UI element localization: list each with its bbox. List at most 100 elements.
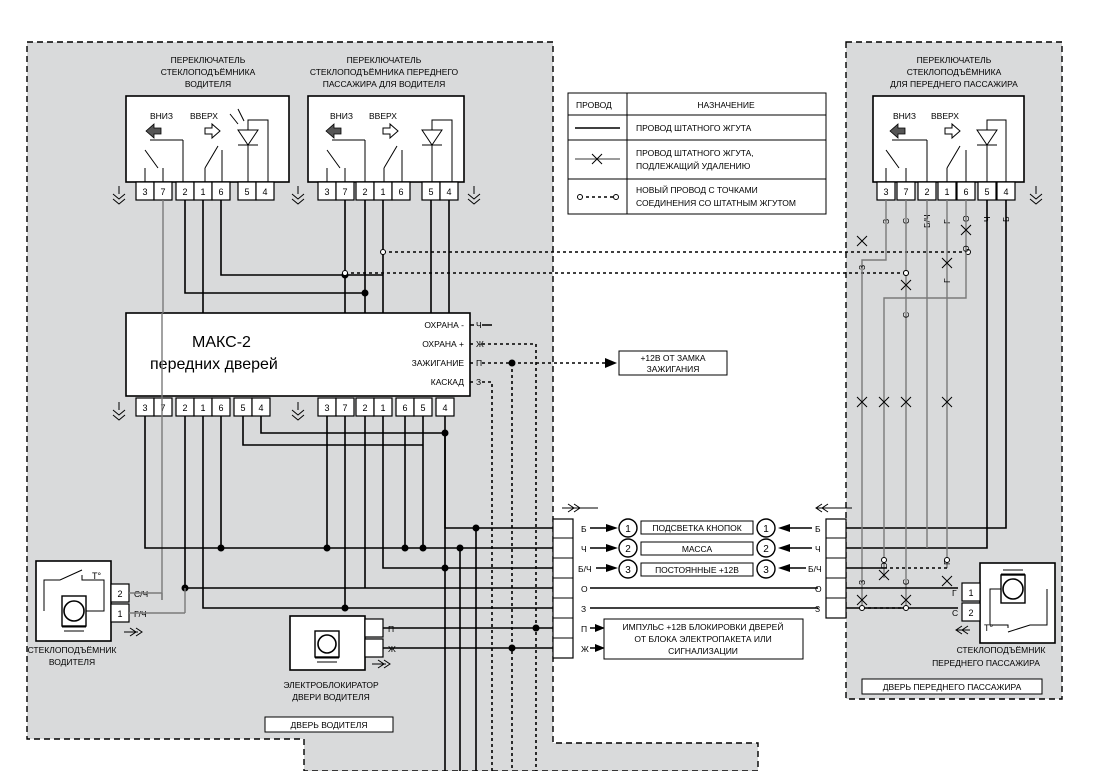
svg-text:СТЕКЛОПОДЪЁМНИКА: СТЕКЛОПОДЪЁМНИКА xyxy=(161,67,256,77)
svg-text:О: О xyxy=(879,562,889,569)
svg-text:1: 1 xyxy=(380,403,385,413)
ground-icon xyxy=(291,402,305,421)
svg-text:3: 3 xyxy=(625,565,631,576)
svg-text:П: П xyxy=(388,624,394,634)
svg-text:2: 2 xyxy=(924,187,929,197)
svg-text:ПЕРЕДНЕГО ПАССАЖИРА: ПЕРЕДНЕГО ПАССАЖИРА xyxy=(932,658,1040,668)
svg-text:ЗАЖИГАНИЯ: ЗАЖИГАНИЯ xyxy=(647,364,700,374)
passenger-wires: О З С Г С Г О З xyxy=(846,200,1007,611)
svg-text:ПЕРЕКЛЮЧАТЕЛЬ: ПЕРЕКЛЮЧАТЕЛЬ xyxy=(347,55,422,65)
svg-text:ПЕРЕКЛЮЧАТЕЛЬ: ПЕРЕКЛЮЧАТЕЛЬ xyxy=(171,55,246,65)
svg-text:3: 3 xyxy=(324,187,329,197)
svg-text:T°: T° xyxy=(92,571,101,581)
connector-functions: 1 2 3 1 2 3 ПОДСВЕТКА КНОПОК МАССА ПОСТО… xyxy=(603,518,804,660)
svg-text:С/Ч: С/Ч xyxy=(134,589,148,599)
svg-text:МАКС-2: МАКС-2 xyxy=(192,334,251,351)
svg-text:Ж: Ж xyxy=(476,339,484,349)
svg-text:+12В ОТ ЗАМКА: +12В ОТ ЗАМКА xyxy=(640,353,705,363)
svg-text:З: З xyxy=(815,604,820,614)
svg-text:ДВЕРИ ВОДИТЕЛЯ: ДВЕРИ ВОДИТЕЛЯ xyxy=(292,692,370,702)
svg-text:СТЕКЛОПОДЪЁМНИК: СТЕКЛОПОДЪЁМНИК xyxy=(957,645,1046,655)
svg-text:2: 2 xyxy=(362,403,367,413)
svg-text:1: 1 xyxy=(200,403,205,413)
svg-text:ПРОВОД ШТАТНОГО ЖГУТА: ПРОВОД ШТАТНОГО ЖГУТА xyxy=(636,123,752,133)
svg-text:1: 1 xyxy=(968,588,973,598)
svg-text:ОХРАНА +: ОХРАНА + xyxy=(422,339,464,349)
passenger-window-motor: T° 1 2 Г С СТЕКЛОПОДЪЁМНИК ПЕРЕДНЕГО ПАС… xyxy=(932,562,1056,668)
svg-text:2: 2 xyxy=(362,187,367,197)
svg-text:1: 1 xyxy=(200,187,205,197)
svg-text:Ж: Ж xyxy=(388,644,396,654)
svg-text:ВВЕРХ: ВВЕРХ xyxy=(369,111,397,121)
svg-text:5: 5 xyxy=(984,187,989,197)
svg-text:З: З xyxy=(476,377,481,387)
connector-symbol-icon xyxy=(815,503,852,513)
svg-text:передних дверей: передних дверей xyxy=(150,356,278,373)
ground-icon xyxy=(291,186,305,205)
svg-text:НАЗНАЧЕНИЕ: НАЗНАЧЕНИЕ xyxy=(697,100,755,110)
svg-text:7: 7 xyxy=(160,187,165,197)
svg-text:ВВЕРХ: ВВЕРХ xyxy=(190,111,218,121)
svg-text:ВНИЗ: ВНИЗ xyxy=(893,111,916,121)
ground-icon xyxy=(112,402,126,421)
maks2-module: МАКС-2 передних дверей ОХРАНА - ОХРАНА +… xyxy=(112,312,617,771)
svg-text:1: 1 xyxy=(944,187,949,197)
legend-table: ПРОВОД НАЗНАЧЕНИЕ ПРОВОД ШТАТНОГО ЖГУТА … xyxy=(567,92,827,215)
svg-text:ПОДЛЕЖАЩИЙ УДАЛЕНИЮ: ПОДЛЕЖАЩИЙ УДАЛЕНИЮ xyxy=(636,160,751,171)
ground-icon xyxy=(124,627,143,637)
driver-door-lock-actuator: П Ж ЭЛЕКТРОБЛОКИРАТОР ДВЕРИ ВОДИТЕЛЯ xyxy=(283,615,396,702)
svg-text:6: 6 xyxy=(398,187,403,197)
arrow-left-icon xyxy=(889,123,906,139)
ground-icon xyxy=(467,186,481,205)
svg-text:ВОДИТЕЛЯ: ВОДИТЕЛЯ xyxy=(185,79,231,89)
svg-text:5: 5 xyxy=(428,187,433,197)
svg-text:6: 6 xyxy=(218,187,223,197)
svg-text:4: 4 xyxy=(446,187,451,197)
svg-text:1: 1 xyxy=(380,187,385,197)
svg-text:З: З xyxy=(857,580,867,585)
passenger-for-driver-switch: ПЕРЕКЛЮЧАТЕЛЬ СТЕКЛОПОДЪЁМНИКА ПЕРЕДНЕГО… xyxy=(291,55,481,205)
svg-text:ОТ БЛОКА ЭЛЕКТРОПАКЕТА ИЛИ: ОТ БЛОКА ЭЛЕКТРОПАКЕТА ИЛИ xyxy=(634,634,771,644)
svg-text:Г: Г xyxy=(952,588,957,598)
arrow-right-icon xyxy=(944,122,961,140)
ground-icon xyxy=(955,625,970,635)
svg-text:3: 3 xyxy=(142,187,147,197)
svg-text:3: 3 xyxy=(324,403,329,413)
ignition-note: +12В ОТ ЗАМКА ЗАЖИГАНИЯ xyxy=(618,350,728,376)
svg-text:7: 7 xyxy=(903,187,908,197)
svg-text:7: 7 xyxy=(342,187,347,197)
connector-right: Б Ч Б/Ч О З xyxy=(778,503,852,619)
svg-text:С: С xyxy=(901,312,911,318)
svg-text:ДВЕРЬ ВОДИТЕЛЯ: ДВЕРЬ ВОДИТЕЛЯ xyxy=(291,720,368,730)
svg-text:ПЕРЕКЛЮЧАТЕЛЬ: ПЕРЕКЛЮЧАТЕЛЬ xyxy=(917,55,992,65)
connector-symbol-icon xyxy=(562,503,598,513)
zone-labels: ДВЕРЬ ВОДИТЕЛЯ ДВЕРЬ ПЕРЕДНЕГО ПАССАЖИРА xyxy=(264,678,1043,733)
svg-text:ПАССАЖИРА ДЛЯ ВОДИТЕЛЯ: ПАССАЖИРА ДЛЯ ВОДИТЕЛЯ xyxy=(323,79,446,89)
svg-text:4: 4 xyxy=(258,403,263,413)
svg-text:6: 6 xyxy=(963,187,968,197)
svg-text:О: О xyxy=(961,245,971,252)
svg-text:О: О xyxy=(815,584,822,594)
svg-text:Б/Ч: Б/Ч xyxy=(578,564,592,574)
svg-text:Ж: Ж xyxy=(581,644,589,654)
svg-text:ОХРАНА -: ОХРАНА - xyxy=(424,320,464,330)
svg-text:Б: Б xyxy=(815,524,821,534)
ground-icon xyxy=(372,659,391,669)
svg-text:Г: Г xyxy=(942,560,952,565)
svg-text:7: 7 xyxy=(160,403,165,413)
svg-text:П: П xyxy=(581,624,587,634)
svg-text:2: 2 xyxy=(182,187,187,197)
svg-text:3: 3 xyxy=(763,565,769,576)
svg-text:С: С xyxy=(952,608,958,618)
connector-left: Б Ч Б/Ч О З П Ж xyxy=(552,503,818,659)
svg-text:ЗАЖИГАНИЕ: ЗАЖИГАНИЕ xyxy=(412,358,465,368)
svg-text:ЭЛЕКТРОБЛОКИРАТОР: ЭЛЕКТРОБЛОКИРАТОР xyxy=(283,680,379,690)
svg-text:З: З xyxy=(857,265,867,270)
svg-text:Г/Ч: Г/Ч xyxy=(134,609,147,619)
svg-text:ДВЕРЬ ПЕРЕДНЕГО ПАССАЖИРА: ДВЕРЬ ПЕРЕДНЕГО ПАССАЖИРА xyxy=(883,682,1022,692)
svg-text:СОЕДИНЕНИЯ СО ШТАТНЫМ ЖГУТОМ: СОЕДИНЕНИЯ СО ШТАТНЫМ ЖГУТОМ xyxy=(636,198,796,208)
svg-text:СИГНАЛИЗАЦИИ: СИГНАЛИЗАЦИИ xyxy=(668,646,738,656)
svg-text:НОВЫЙ ПРОВОД С ТОЧКАМИ: НОВЫЙ ПРОВОД С ТОЧКАМИ xyxy=(636,184,758,195)
svg-text:СТЕКЛОПОДЪЁМНИКА ПЕРЕДНЕГО: СТЕКЛОПОДЪЁМНИКА ПЕРЕДНЕГО xyxy=(310,67,459,77)
